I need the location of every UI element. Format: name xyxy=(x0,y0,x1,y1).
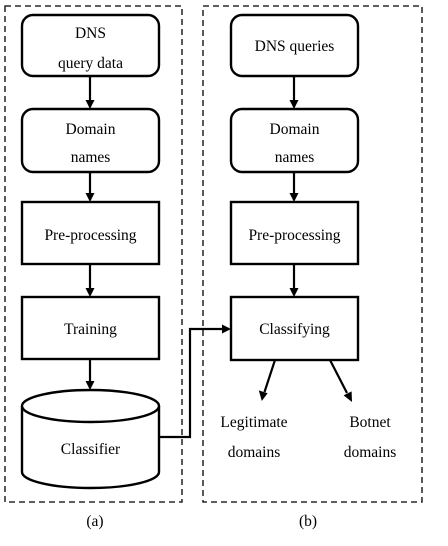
arrow-b2-head xyxy=(289,193,299,202)
domain-names-b-label-line2: names xyxy=(275,149,315,166)
preprocessing-a-label: Pre-processing xyxy=(44,227,136,244)
preprocessing-b-label: Pre-processing xyxy=(248,227,340,244)
dns-query-data-label-line1: DNS xyxy=(75,25,106,42)
training-box xyxy=(20,295,161,361)
domain-names-b-label-line1: Domain xyxy=(270,121,320,138)
arrow-b1-head xyxy=(289,100,299,109)
classifier-cylinder xyxy=(20,388,161,490)
legitimate-domains-label-line1: Legitimate xyxy=(220,414,287,431)
arrow-a3-head xyxy=(85,288,95,297)
arrow-b3-head xyxy=(289,288,299,297)
domain-names-a-label-line2: names xyxy=(71,149,111,166)
panel-b-frame xyxy=(202,5,423,503)
caption-a: (a) xyxy=(86,513,103,530)
classifier-to-classifying-line xyxy=(159,327,222,439)
botnet-domains-label-line1: Botnet xyxy=(349,414,391,431)
botnet-domains-label-line2: domains xyxy=(344,444,397,461)
classifier-label: Classifier xyxy=(61,441,121,458)
arrow-a2-head xyxy=(85,193,95,202)
classifying-box xyxy=(229,295,360,362)
classifying-label: Classifying xyxy=(259,321,330,338)
legitimate-domains-label-line2: domains xyxy=(228,444,281,461)
panel-a-frame xyxy=(4,5,183,503)
dns-queries-label: DNS queries xyxy=(255,38,335,55)
arrow-to-botnet-line xyxy=(329,359,348,394)
arrow-to-legitimate-line xyxy=(263,359,277,393)
training-label: Training xyxy=(64,321,117,338)
dns-query-data-label-line2: query data xyxy=(58,55,123,72)
preprocessing-box-b xyxy=(229,200,360,266)
caption-b: (b) xyxy=(299,513,317,530)
arrow-to-botnet-head xyxy=(343,391,352,402)
arrow-a4-head xyxy=(85,381,95,390)
arrow-a1-head xyxy=(85,100,95,109)
classifier-to-classifying-head xyxy=(222,324,231,334)
domain-names-a-label-line1: Domain xyxy=(66,121,116,138)
arrow-to-legitimate-head xyxy=(258,390,268,401)
